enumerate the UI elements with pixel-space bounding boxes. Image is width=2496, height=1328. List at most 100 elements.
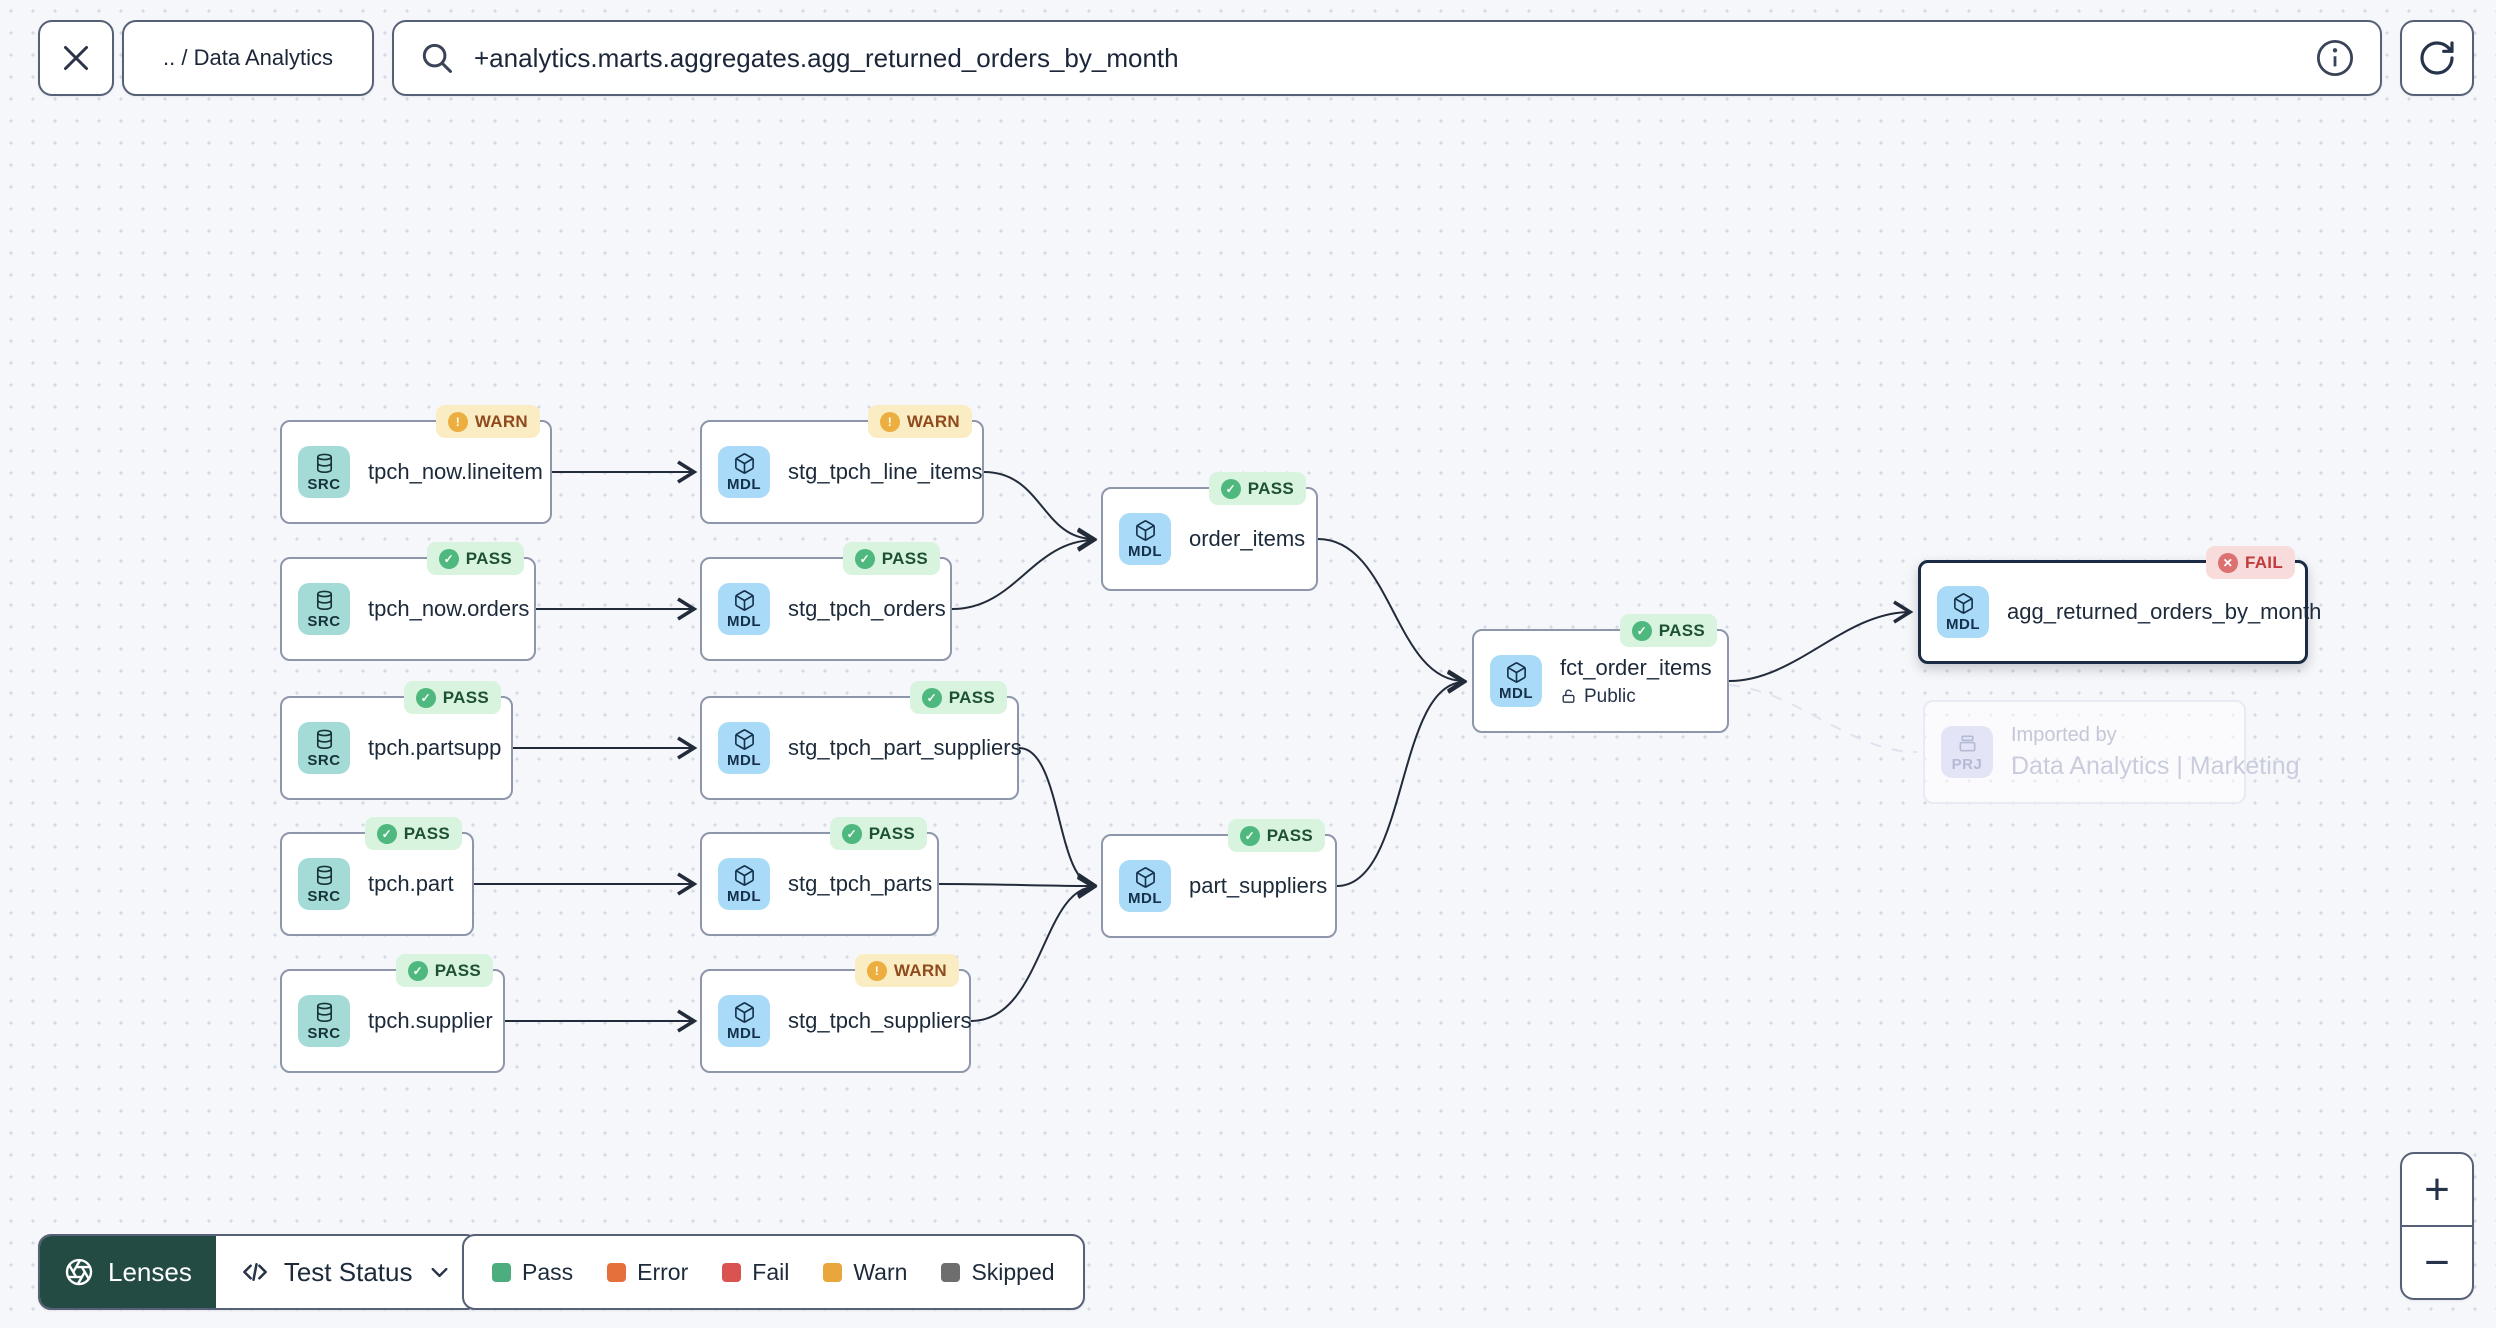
node-type-tile: MDL bbox=[718, 583, 770, 635]
zoom-controls: + − bbox=[2400, 1152, 2474, 1300]
visibility-row: Public bbox=[1560, 686, 1712, 708]
node-name: stg_tpch_suppliers bbox=[788, 1008, 972, 1033]
close-button[interactable] bbox=[38, 20, 114, 96]
check-icon: ✓ bbox=[1220, 478, 1241, 499]
lineage-node[interactable]: SRC tpch.partsupp ✓ PASS bbox=[280, 681, 513, 800]
check-icon: ✓ bbox=[841, 823, 862, 844]
search-bar[interactable] bbox=[392, 20, 2382, 96]
visibility-label: Public bbox=[1584, 685, 1636, 707]
node-type-tile: MDL bbox=[1119, 860, 1171, 912]
lineage-node[interactable]: MDL stg_tpch_suppliers ! WARN bbox=[700, 954, 972, 1073]
zoom-out-button[interactable]: − bbox=[2424, 1237, 2450, 1287]
node-name: tpch.supplier bbox=[368, 1008, 493, 1033]
status-label: FAIL bbox=[2244, 552, 2283, 572]
node-name: tpch_now.orders bbox=[368, 596, 530, 621]
lineage-node[interactable]: SRC tpch.supplier ✓ PASS bbox=[280, 954, 505, 1073]
imported-by-node[interactable]: PRJ Imported by Data Analytics | Marketi… bbox=[1923, 700, 2300, 804]
node-type-tile: PRJ bbox=[1941, 726, 1993, 778]
status-label: WARN bbox=[474, 411, 528, 431]
cube-icon bbox=[733, 1001, 756, 1024]
node-type-label: MDL bbox=[727, 475, 761, 493]
status-label: PASS bbox=[434, 960, 481, 980]
lineage-node-selected[interactable]: MDL agg_returned_orders_by_month ✕ FAIL bbox=[1918, 546, 2321, 664]
node-type-label: SRC bbox=[307, 751, 341, 769]
status-badge: ✕ FAIL bbox=[2205, 546, 2295, 579]
legend-label: Pass bbox=[522, 1258, 574, 1285]
breadcrumb[interactable]: .. / Data Analytics bbox=[122, 20, 374, 96]
status-label: PASS bbox=[881, 548, 928, 568]
lineage-node[interactable]: MDL stg_tpch_line_items ! WARN bbox=[700, 405, 984, 524]
cube-icon bbox=[1134, 519, 1157, 542]
legend-label: Fail bbox=[752, 1258, 790, 1285]
lens-selector-label: Test Status bbox=[283, 1256, 413, 1287]
legend-label: Skipped bbox=[971, 1258, 1055, 1285]
node-type-label: MDL bbox=[1946, 615, 1980, 633]
fail-icon: ✕ bbox=[2217, 552, 2238, 573]
lineage-node[interactable]: MDL part_suppliers ✓ PASS bbox=[1101, 819, 1337, 938]
cube-icon bbox=[733, 452, 756, 475]
imported-by-project: Data Analytics | Marketing bbox=[2011, 751, 2300, 780]
lens-selector[interactable]: Test Status bbox=[215, 1236, 478, 1308]
status-badge: ✓ PASS bbox=[426, 542, 524, 575]
lineage-node[interactable]: MDL fct_order_items Public ✓ PASS bbox=[1472, 614, 1729, 733]
project-icon bbox=[1956, 732, 1979, 755]
breadcrumb-label: .. / Data Analytics bbox=[163, 45, 333, 70]
check-icon: ✓ bbox=[854, 548, 875, 569]
status-label: PASS bbox=[442, 687, 489, 707]
legend-swatch-pass bbox=[492, 1262, 511, 1282]
status-label: PASS bbox=[868, 823, 915, 843]
node-name: agg_returned_orders_by_month bbox=[2007, 599, 2322, 624]
check-icon: ✓ bbox=[407, 960, 428, 981]
legend-swatch-error bbox=[607, 1262, 627, 1282]
status-badge: ! WARN bbox=[867, 405, 972, 438]
lineage-node[interactable]: MDL stg_tpch_orders ✓ PASS bbox=[700, 542, 952, 661]
lineage-node[interactable]: SRC tpch.part ✓ PASS bbox=[280, 817, 474, 936]
lineage-node[interactable]: SRC tpch_now.orders ✓ PASS bbox=[280, 542, 536, 661]
node-type-label: MDL bbox=[727, 612, 761, 630]
warn-icon: ! bbox=[879, 411, 900, 432]
cube-icon bbox=[1952, 592, 1975, 615]
test-status-legend: Pass Error Fail Warn Skipped bbox=[462, 1234, 1085, 1310]
status-badge: ✓ PASS bbox=[829, 817, 927, 850]
lock-open-icon bbox=[1560, 688, 1577, 705]
check-icon: ✓ bbox=[1631, 620, 1652, 641]
status-badge: ✓ PASS bbox=[1227, 819, 1325, 852]
node-name: stg_tpch_orders bbox=[788, 596, 946, 621]
cube-icon bbox=[1134, 866, 1157, 889]
node-type-tile: MDL bbox=[718, 446, 770, 498]
node-name: stg_tpch_part_suppliers bbox=[788, 735, 1022, 760]
database-icon bbox=[313, 1001, 336, 1024]
legend-label: Error bbox=[637, 1258, 689, 1285]
node-type-label: MDL bbox=[1128, 542, 1162, 560]
search-input[interactable] bbox=[474, 42, 2296, 74]
lenses-label: Lenses bbox=[108, 1256, 192, 1287]
lineage-node[interactable]: MDL stg_tpch_part_suppliers ✓ PASS bbox=[700, 681, 1022, 800]
imported-by-label: Imported by bbox=[2011, 723, 2117, 746]
warn-icon: ! bbox=[447, 411, 468, 432]
lineage-node[interactable]: MDL order_items ✓ PASS bbox=[1101, 472, 1318, 591]
legend-swatch-skipped bbox=[941, 1262, 961, 1282]
node-type-tile: MDL bbox=[1119, 513, 1171, 565]
lens-control: Lenses Test Status bbox=[38, 1234, 480, 1310]
cube-icon bbox=[1505, 661, 1528, 684]
status-label: PASS bbox=[403, 823, 450, 843]
zoom-in-button[interactable]: + bbox=[2402, 1154, 2472, 1227]
status-badge: ✓ PASS bbox=[403, 681, 501, 714]
database-icon bbox=[313, 864, 336, 887]
legend-label: Warn bbox=[853, 1258, 908, 1285]
lineage-node[interactable]: SRC tpch_now.lineitem ! WARN bbox=[280, 405, 552, 524]
node-type-label: MDL bbox=[727, 751, 761, 769]
status-label: WARN bbox=[893, 960, 947, 980]
refresh-button[interactable] bbox=[2400, 20, 2474, 96]
lineage-node[interactable]: MDL stg_tpch_parts ✓ PASS bbox=[700, 817, 939, 936]
database-icon bbox=[313, 728, 336, 751]
status-label: WARN bbox=[906, 411, 960, 431]
node-type-label: SRC bbox=[307, 612, 341, 630]
node-type-label: SRC bbox=[307, 887, 341, 905]
status-label: PASS bbox=[1658, 620, 1705, 640]
legend-item: Skipped bbox=[941, 1258, 1055, 1286]
node-type-label: MDL bbox=[1128, 889, 1162, 907]
node-type-label: MDL bbox=[727, 887, 761, 905]
lenses-button[interactable]: Lenses bbox=[40, 1236, 216, 1308]
node-type-label: MDL bbox=[1499, 684, 1533, 702]
